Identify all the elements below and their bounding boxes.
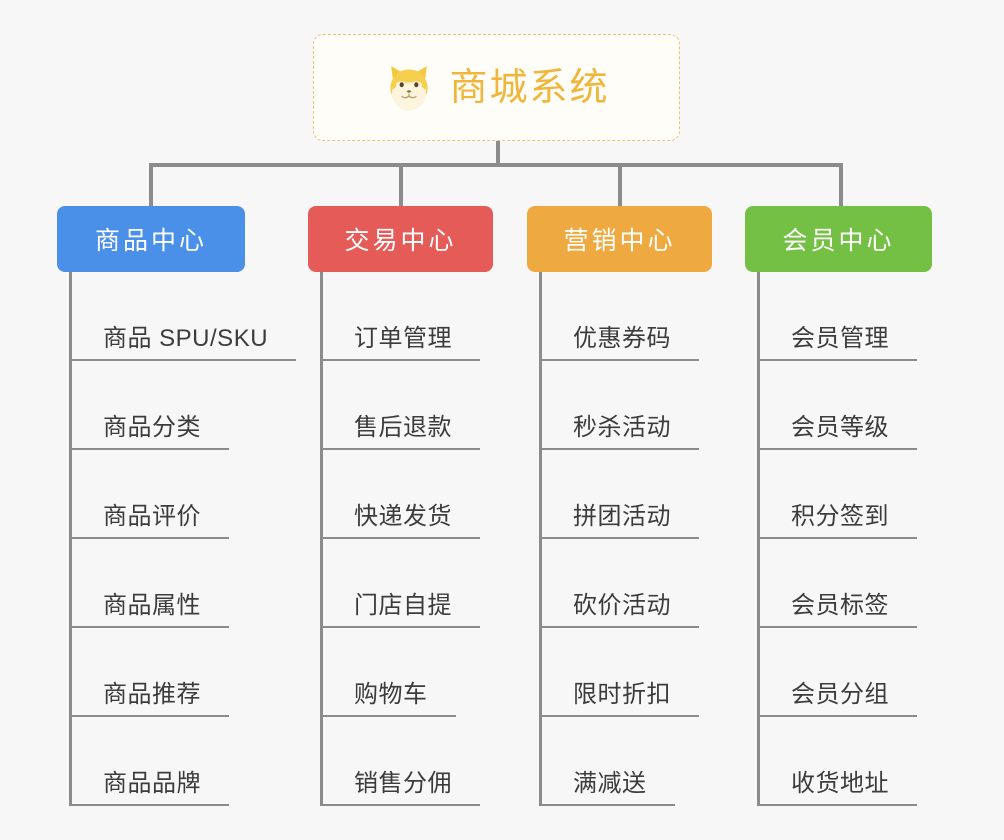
leaf-label: 商品评价	[103, 502, 201, 530]
leaf-label: 购物车	[354, 680, 428, 708]
list-item[interactable]: 会员等级	[745, 361, 932, 450]
leaf-label: 订单管理	[354, 324, 452, 352]
list-item[interactable]: 会员分组	[745, 628, 932, 717]
leaf-list-member-center: 会员管理 会员等级 积分签到 会员标签 会员分组 收货地址	[745, 272, 932, 806]
list-item[interactable]: 商品 SPU/SKU	[57, 272, 297, 361]
list-item[interactable]: 积分签到	[745, 450, 932, 539]
connector-root-stem	[496, 141, 500, 165]
leaf-label: 售后退款	[354, 413, 452, 441]
leaf-label: 收货地址	[791, 769, 889, 797]
leaf-label: 销售分佣	[354, 769, 452, 797]
list-item[interactable]: 门店自提	[308, 539, 493, 628]
leaf-label: 会员等级	[791, 413, 889, 441]
column-trade-center: 交易中心 订单管理 售后退款 快递发货 门店自提 购物车 销售分佣	[308, 206, 493, 806]
leaf-label: 会员标签	[791, 591, 889, 619]
leaf-label: 砍价活动	[573, 591, 671, 619]
leaf-label: 秒杀活动	[573, 413, 671, 441]
column-member-center: 会员中心 会员管理 会员等级 积分签到 会员标签 会员分组 收货地址	[745, 206, 932, 806]
leaf-label: 会员分组	[791, 680, 889, 708]
trunk-line	[320, 272, 323, 806]
list-item[interactable]: 商品属性	[57, 539, 245, 628]
list-item[interactable]: 售后退款	[308, 361, 493, 450]
category-label: 营销中心	[563, 227, 676, 255]
list-item[interactable]: 会员标签	[745, 539, 932, 628]
category-header-member-center[interactable]: 会员中心	[745, 206, 932, 272]
leaf-label: 积分签到	[791, 502, 889, 530]
trunk-line	[757, 272, 760, 806]
leaf-list-marketing-center: 优惠券码 秒杀活动 拼团活动 砍价活动 限时折扣 满减送	[527, 272, 712, 806]
category-label: 会员中心	[782, 227, 895, 255]
leaf-label: 会员管理	[791, 324, 889, 352]
list-item[interactable]: 商品推荐	[57, 628, 245, 717]
leaf-list-trade-center: 订单管理 售后退款 快递发货 门店自提 购物车 销售分佣	[308, 272, 493, 806]
leaf-label: 商品分类	[103, 413, 201, 441]
list-item[interactable]: 购物车	[308, 628, 493, 717]
connector-drop-trade-center	[399, 163, 403, 208]
category-label: 商品中心	[94, 227, 207, 255]
category-header-product-center[interactable]: 商品中心	[57, 206, 245, 272]
leaf-label: 商品 SPU/SKU	[103, 324, 269, 352]
list-item[interactable]: 订单管理	[308, 272, 493, 361]
list-item[interactable]: 限时折扣	[527, 628, 712, 717]
list-item[interactable]: 拼团活动	[527, 450, 712, 539]
leaf-label: 限时折扣	[573, 680, 671, 708]
list-item[interactable]: 快递发货	[308, 450, 493, 539]
list-item[interactable]: 秒杀活动	[527, 361, 712, 450]
connector-drop-product-center	[149, 163, 153, 208]
connector-drop-member-center	[839, 163, 843, 208]
list-item[interactable]: 商品评价	[57, 450, 245, 539]
list-item[interactable]: 商品分类	[57, 361, 245, 450]
connector-horizontal-bus	[149, 163, 843, 167]
trunk-line	[539, 272, 542, 806]
list-item[interactable]: 优惠券码	[527, 272, 712, 361]
leaf-label: 拼团活动	[573, 502, 671, 530]
leaf-label: 商品品牌	[103, 769, 201, 797]
root-node-mall-system[interactable]: 商城系统	[313, 34, 680, 141]
column-marketing-center: 营销中心 优惠券码 秒杀活动 拼团活动 砍价活动 限时折扣 满减送	[527, 206, 712, 806]
leaf-label: 满减送	[573, 769, 647, 797]
list-item[interactable]: 砍价活动	[527, 539, 712, 628]
leaf-label: 快递发货	[354, 502, 452, 530]
list-item[interactable]: 收货地址	[745, 717, 932, 806]
category-label: 交易中心	[344, 227, 457, 255]
leaf-label: 优惠券码	[573, 324, 671, 352]
column-product-center: 商品中心 商品 SPU/SKU 商品分类 商品评价 商品属性 商品推荐 商品品牌	[57, 206, 297, 806]
category-header-trade-center[interactable]: 交易中心	[308, 206, 493, 272]
leaf-label: 商品属性	[103, 591, 201, 619]
list-item[interactable]: 商品品牌	[57, 717, 245, 806]
trunk-line	[69, 272, 72, 806]
category-header-marketing-center[interactable]: 营销中心	[527, 206, 712, 272]
connector-drop-marketing-center	[618, 163, 622, 208]
shiba-dog-icon	[390, 65, 429, 111]
root-node-title: 商城系统	[449, 66, 610, 109]
list-item[interactable]: 会员管理	[745, 272, 932, 361]
list-item[interactable]: 满减送	[527, 717, 712, 806]
leaf-label: 商品推荐	[103, 680, 201, 708]
list-item[interactable]: 销售分佣	[308, 717, 493, 806]
leaf-list-product-center: 商品 SPU/SKU 商品分类 商品评价 商品属性 商品推荐 商品品牌	[57, 272, 297, 806]
leaf-label: 门店自提	[354, 591, 452, 619]
